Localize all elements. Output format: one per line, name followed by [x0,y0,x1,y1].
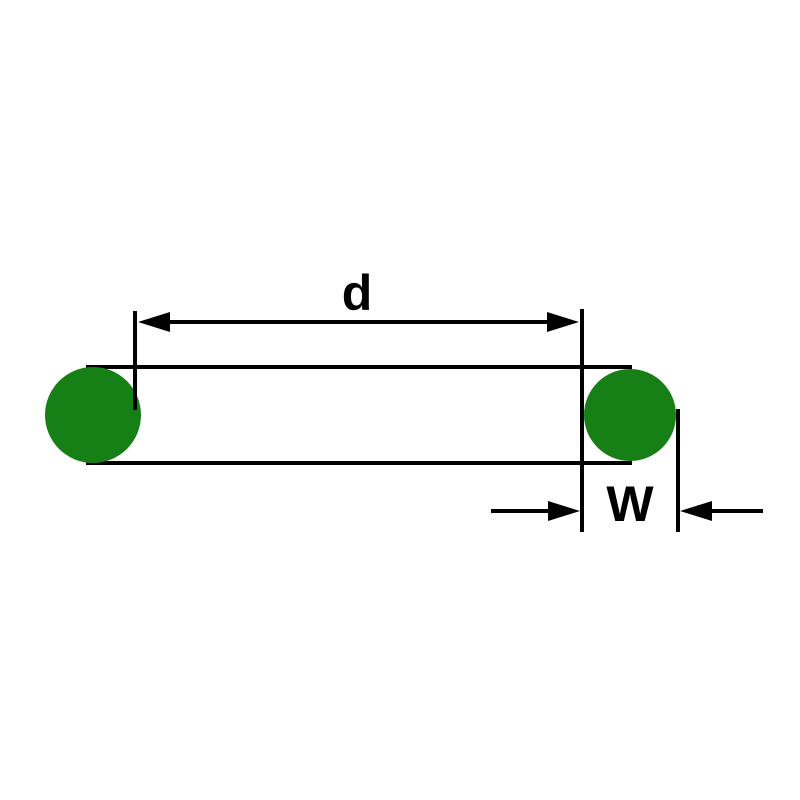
oring-cross-section-left [45,367,141,463]
diameter-arrowhead-left-icon [138,312,170,332]
width-label: W [606,476,654,532]
width-arrowhead-right-icon [680,501,712,521]
diameter-label: d [342,265,373,321]
width-arrowhead-left-icon [548,501,580,521]
diameter-arrowhead-right-icon [547,312,579,332]
oring-cross-section-right [584,369,676,461]
